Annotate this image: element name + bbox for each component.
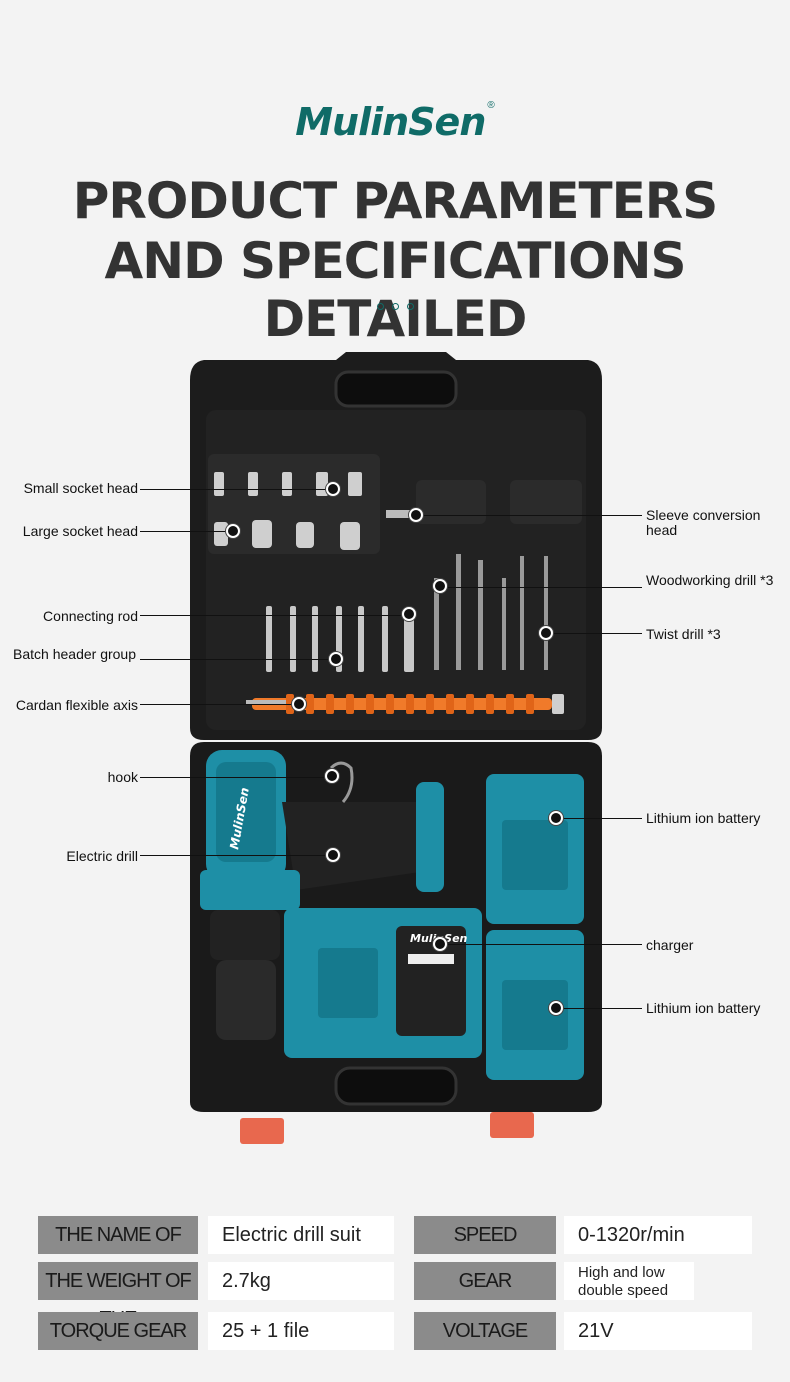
label-lithium-battery-2: Lithium ion battery xyxy=(646,1000,761,1016)
marker-dot xyxy=(433,937,447,951)
marker-dot xyxy=(409,508,423,522)
marker-dot xyxy=(539,626,553,640)
label-cardan-flexible-axis: Cardan flexible axis xyxy=(15,697,138,713)
brand-name: MulinSen xyxy=(295,100,486,144)
spec-voltage-label: VOLTAGE xyxy=(414,1312,556,1350)
marker-dot xyxy=(326,482,340,496)
leader-line xyxy=(140,704,294,705)
spec-weight-label: THE WEIGHT OF THE xyxy=(38,1262,198,1330)
spec-name-label: THE NAME OF THE xyxy=(38,1216,198,1284)
label-large-socket-head: Large socket head xyxy=(22,523,138,539)
marker-dot xyxy=(402,607,416,621)
label-batch-header-group: Batch header group xyxy=(13,646,136,662)
marker-dot xyxy=(549,811,563,825)
leader-line xyxy=(446,944,642,945)
page-title-line1: PRODUCT PARAMETERS xyxy=(72,172,719,230)
spec-voltage-value: 21V xyxy=(564,1312,752,1350)
marker-dot xyxy=(549,1001,563,1015)
label-hook: hook xyxy=(107,769,138,785)
leader-line xyxy=(140,777,326,778)
leader-line xyxy=(420,515,642,516)
leader-line xyxy=(446,587,642,588)
registered-mark: ® xyxy=(487,100,495,111)
label-sleeve-conversion-head: Sleeve conversion head xyxy=(646,507,761,538)
spec-weight-value: 2.7kg xyxy=(208,1262,394,1300)
spec-gear-label: GEAR xyxy=(414,1262,556,1300)
marker-dot xyxy=(326,848,340,862)
marker-dot xyxy=(329,652,343,666)
label-small-socket-head: Small socket head xyxy=(23,480,138,496)
spec-speed-value: 0-1320r/min xyxy=(564,1216,752,1254)
leader-line xyxy=(552,633,642,634)
spec-name-value: Electric drill suit xyxy=(208,1216,394,1254)
label-woodworking-drill: Woodworking drill *3 xyxy=(646,572,774,588)
spec-torque-value: 25 + 1 file xyxy=(208,1312,394,1350)
decorative-dots xyxy=(0,297,790,315)
leader-line xyxy=(562,1008,642,1009)
spec-torque-label: TORQUE GEAR xyxy=(38,1312,198,1350)
label-twist-drill: Twist drill *3 xyxy=(646,626,721,642)
brand-logo: MulinSen® xyxy=(0,100,790,144)
leader-line xyxy=(140,855,328,856)
leader-line xyxy=(140,489,330,490)
label-electric-drill: Electric drill xyxy=(66,848,138,864)
spec-gear-value: High and low double speed xyxy=(564,1262,694,1300)
spec-speed-label: SPEED xyxy=(414,1216,556,1254)
label-charger: charger xyxy=(646,937,694,953)
leader-line xyxy=(140,615,402,616)
marker-dot xyxy=(226,524,240,538)
marker-dot xyxy=(292,697,306,711)
label-lithium-battery-1: Lithium ion battery xyxy=(646,810,761,826)
marker-dot xyxy=(433,579,447,593)
tool-case-image: MulinSen MulinSen xyxy=(190,352,602,1144)
page-title-line2: AND SPECIFICATIONS DETAILED xyxy=(104,232,687,348)
label-connecting-rod: Connecting rod xyxy=(43,608,138,624)
leader-line xyxy=(562,818,642,819)
marker-dot xyxy=(325,769,339,783)
leader-line xyxy=(140,531,228,532)
leader-line xyxy=(140,659,330,660)
